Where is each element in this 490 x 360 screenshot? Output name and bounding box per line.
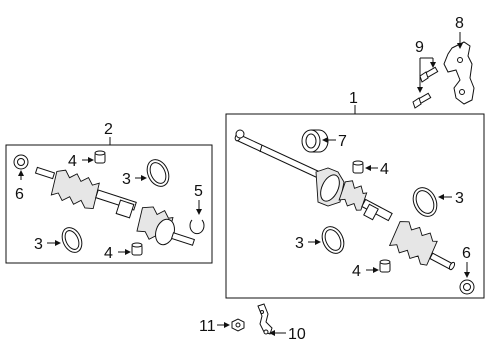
callout-8: 8 [455, 15, 464, 32]
bolt-part-9-lower [412, 92, 432, 109]
callout-6-right: 6 [462, 245, 471, 262]
callout-3-right-top: 3 [455, 190, 464, 207]
bolt-part-9-upper [419, 66, 439, 83]
callout-7: 7 [338, 133, 347, 150]
right-drive-shaft [234, 132, 456, 271]
nut-part-11 [231, 318, 245, 332]
left-assembly-box [5, 144, 213, 264]
callout-4-right-bottom: 4 [352, 263, 361, 280]
callout-5: 5 [194, 183, 203, 200]
callout-3-left-bottom: 3 [34, 236, 43, 253]
callout-3-left-top: 3 [122, 171, 131, 188]
seal-ring-part-6-right-top [235, 129, 245, 139]
bushing-part-4-right-top [352, 160, 364, 174]
seal-ring-part-6-left [13, 154, 29, 170]
bearing-part-7 [301, 129, 329, 153]
bracket-part-10 [257, 303, 273, 335]
bushing-part-4-left-top [94, 150, 106, 164]
callout-1: 1 [349, 90, 358, 107]
seal-ring-part-6-right [459, 279, 475, 295]
callout-10: 10 [288, 326, 306, 343]
callout-4-right-top: 4 [380, 161, 389, 178]
clamp-part-3-right-top [412, 187, 438, 217]
callout-11: 11 [199, 318, 216, 335]
callout-4-left-top: 4 [68, 153, 77, 170]
bushing-part-4-left-bottom [131, 242, 143, 256]
callout-9: 9 [415, 39, 424, 56]
bracket-part-8 [443, 41, 475, 105]
callout-2: 2 [104, 121, 113, 138]
callout-4-left-bottom: 4 [104, 245, 113, 262]
clamp-part-3-right-bottom [321, 226, 345, 254]
left-drive-shaft [34, 166, 196, 246]
bushing-part-4-right-bottom [379, 259, 391, 273]
callout-6-left: 6 [15, 186, 24, 203]
snap-ring-part-5 [189, 219, 205, 235]
clamp-part-3-left-bottom [61, 227, 83, 253]
clamp-part-3-left-top [146, 159, 170, 187]
callout-3-right-bottom: 3 [295, 235, 304, 252]
